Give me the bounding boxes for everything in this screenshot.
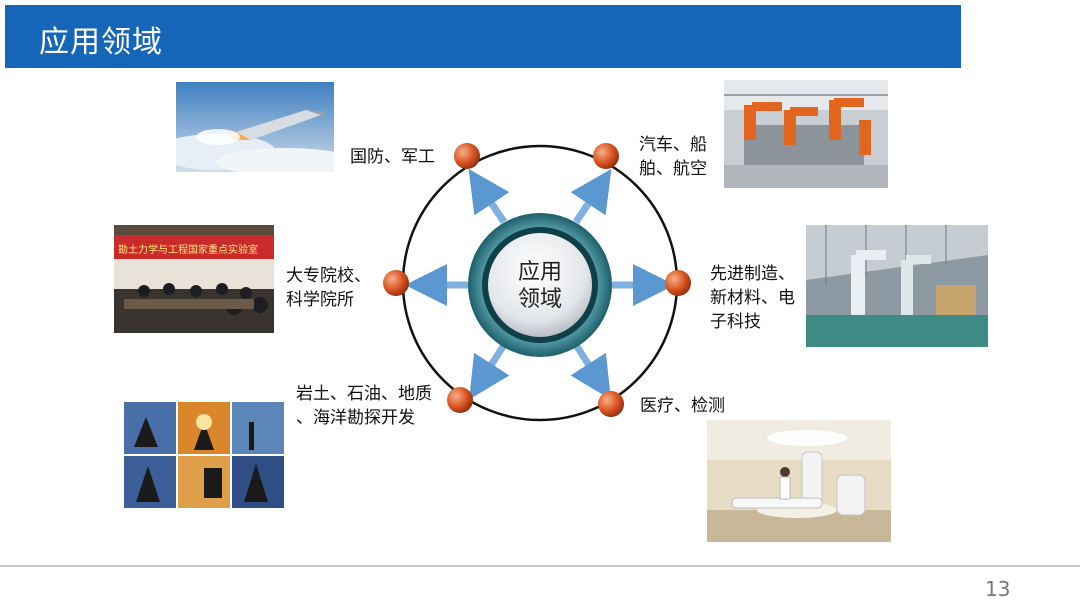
node-defense [454, 143, 480, 169]
label-academia-line2: 科学院所 [286, 290, 354, 310]
label-defense: 国防、军工 [350, 145, 435, 169]
node-medical [598, 391, 624, 417]
label-medical-line1: 医疗、检测 [640, 396, 725, 416]
label-academia-line1: 大专院校、 [286, 266, 371, 286]
arrow-geo [469, 343, 510, 400]
photo-factory-robots [806, 225, 988, 347]
arrow-auto [570, 168, 612, 224]
orbit-circle [401, 144, 679, 422]
hub-dark-ring [482, 227, 598, 343]
footer-divider [0, 565, 1080, 567]
label-defense-line1: 国防、军工 [350, 147, 435, 167]
photo-academic-meeting: 勘土力学与工程国家重点实验室 [114, 225, 274, 333]
node-academia [383, 270, 409, 296]
hub-outer-ring [468, 213, 612, 357]
arrows [405, 168, 675, 400]
label-geo: 岩土、石油、地质 、海洋勘探开发 [296, 382, 432, 430]
photo-oil-exploration [124, 402, 284, 508]
label-manufacturing-line1: 先进制造、 [710, 264, 795, 284]
node-auto [593, 143, 619, 169]
label-auto-line2: 舶、航空 [639, 159, 707, 179]
photo-robot-assembly [724, 80, 888, 188]
photo-medical-equipment [707, 420, 891, 542]
node-geo [447, 387, 473, 413]
hub-label-line1: 应用 [518, 260, 562, 285]
label-auto-line1: 汽车、船 [639, 135, 707, 155]
label-academia: 大专院校、 科学院所 [286, 264, 371, 312]
label-manufacturing-line3: 子科技 [710, 312, 761, 332]
hub-inner [488, 233, 592, 337]
label-manufacturing: 先进制造、 新材料、电 子科技 [710, 262, 795, 334]
page-title: 应用领域 [39, 25, 163, 60]
page-number: 13 [985, 577, 1011, 601]
hub-label-line2: 领域 [518, 287, 562, 312]
label-geo-line1: 岩土、石油、地质 [296, 384, 432, 404]
label-geo-line2: 、海洋勘探开发 [296, 408, 415, 428]
arrow-defense [468, 168, 510, 224]
title-bar: 应用领域 [5, 5, 961, 68]
label-medical: 医疗、检测 [640, 394, 725, 418]
arrow-medical [570, 343, 611, 400]
node-manufacturing [665, 270, 691, 296]
label-auto: 汽车、船 舶、航空 [639, 133, 707, 181]
label-manufacturing-line2: 新材料、电 [710, 288, 795, 308]
academia-banner-text: 勘土力学与工程国家重点实验室 [118, 243, 258, 256]
photo-missile [176, 82, 334, 172]
